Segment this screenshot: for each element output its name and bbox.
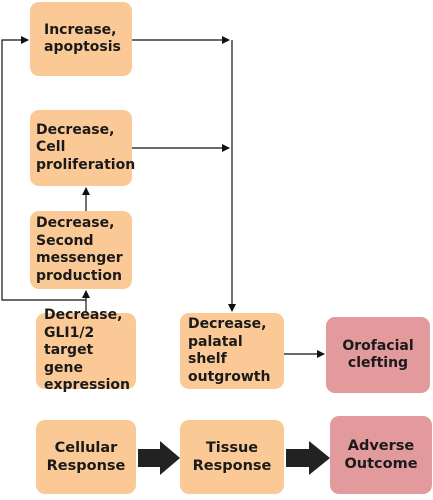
legend-arrow-cellular-to-tissue	[138, 441, 180, 475]
node-decrease-cell-proliferation: Decrease, Cell proliferation	[30, 110, 136, 186]
node-decrease-gli-target-gene: Decrease, GLI1/2 target gene expression	[36, 307, 136, 393]
node-decrease-second-messenger: Decrease, Second messenger production	[30, 211, 132, 289]
node-decrease-gli-target-gene-label: Decrease, GLI1/2 target gene expression	[44, 307, 130, 394]
node-decrease-palatal-shelf: Decrease, palatal shelf outgrowth	[180, 313, 284, 389]
legend-cellular-response: Cellular Response	[36, 420, 136, 494]
node-decrease-palatal-shelf-label: Decrease, palatal shelf outgrowth	[188, 316, 271, 385]
legend-cellular-response-label: Cellular Response	[46, 439, 126, 474]
node-orofacial-clefting: Orofacial clefting	[326, 317, 430, 393]
legend-adverse-outcome: Adverse Outcome	[330, 416, 432, 494]
node-orofacial-clefting-label: Orofacial clefting	[342, 337, 414, 372]
legend-tissue-response: Tissue Response	[180, 420, 284, 494]
node-decrease-cell-proliferation-label: Decrease, Cell proliferation	[36, 121, 136, 173]
legend-tissue-response-label: Tissue Response	[192, 439, 272, 474]
node-increase-apoptosis: Increase, apoptosis	[30, 2, 132, 76]
arrow-gli-to-apoptosis	[1, 36, 86, 301]
legend-arrow-tissue-to-adverse	[286, 441, 330, 475]
node-decrease-second-messenger-label: Decrease, Second messenger production	[36, 215, 123, 284]
legend-adverse-outcome-label: Adverse Outcome	[344, 437, 418, 472]
node-increase-apoptosis-label: Increase, apoptosis	[44, 21, 121, 56]
